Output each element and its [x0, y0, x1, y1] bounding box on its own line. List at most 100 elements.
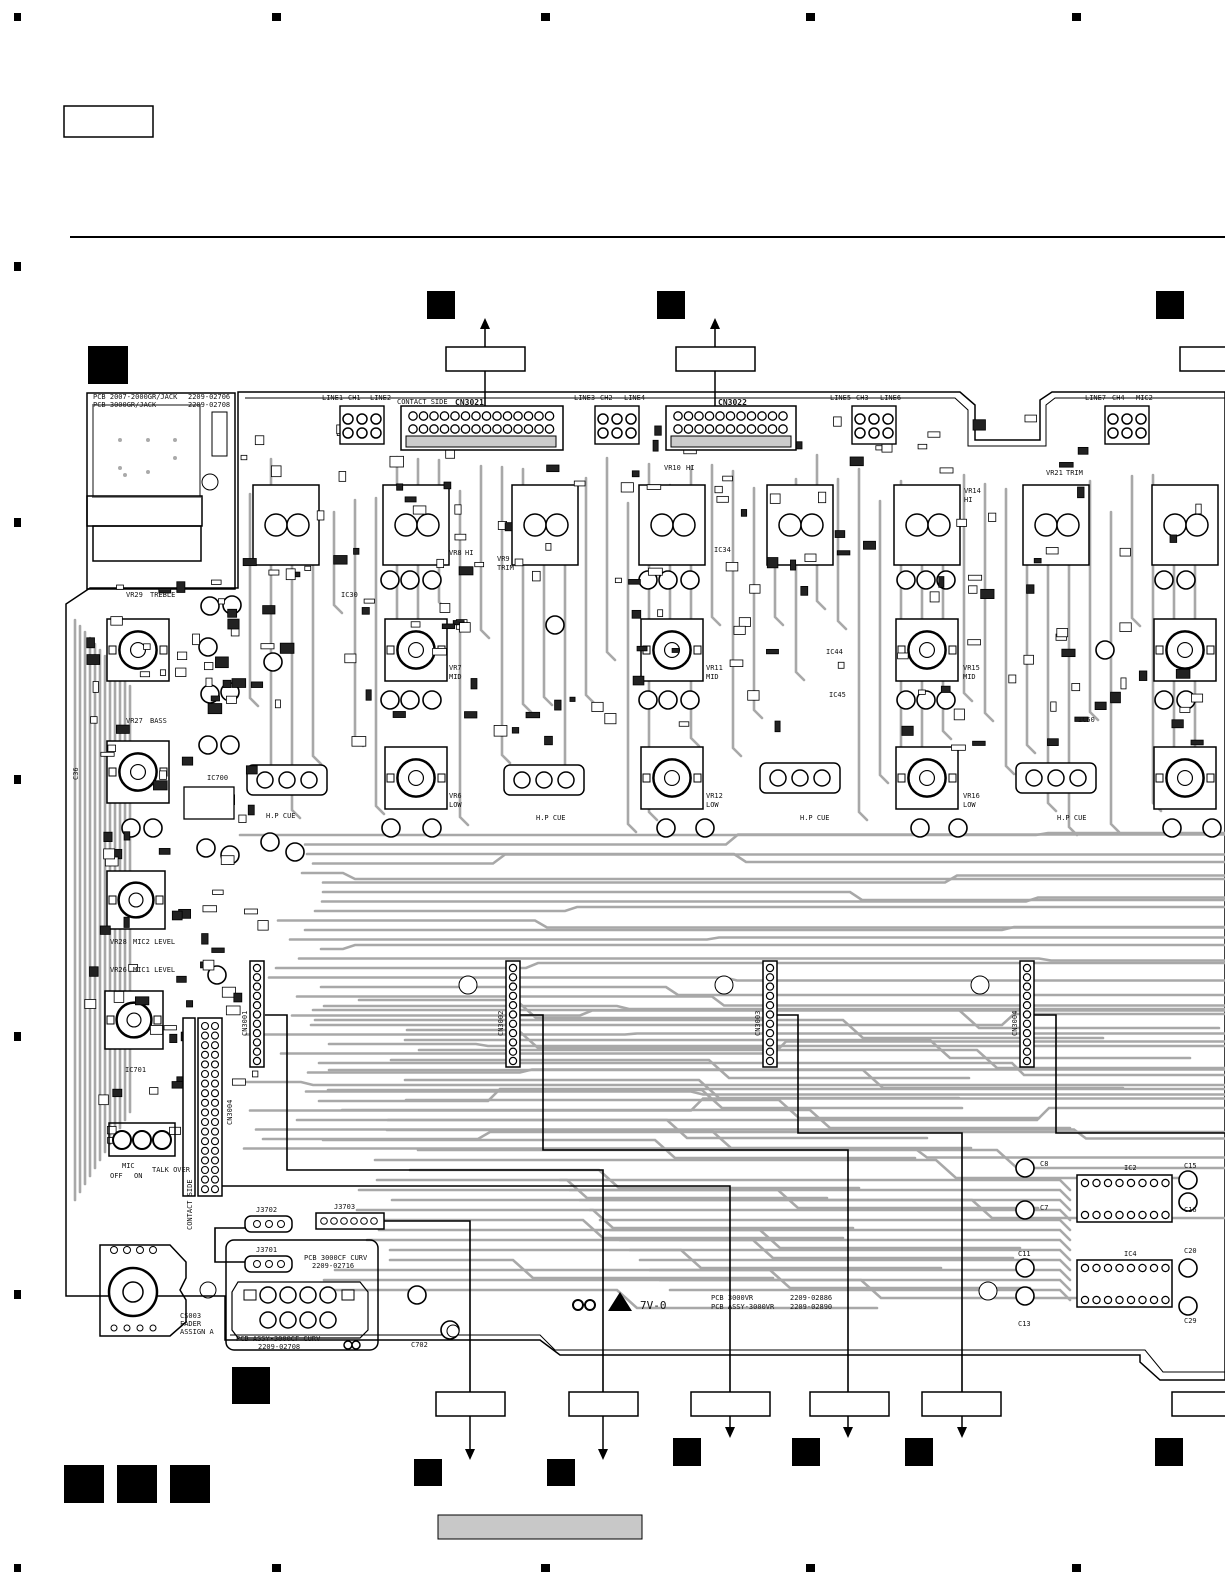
- potentiometer-shaft: [128, 892, 144, 908]
- smd-part: [591, 701, 604, 712]
- smd-part: [1047, 738, 1059, 746]
- pot-pad: [693, 773, 702, 783]
- connector-pin: [471, 424, 481, 434]
- smd-part: [103, 831, 113, 842]
- smd-part: [532, 570, 541, 582]
- switch-pin: [1121, 413, 1133, 425]
- smd-part: [972, 740, 986, 746]
- smd-part: [392, 711, 406, 718]
- connector-pin: [673, 411, 683, 421]
- ic2-label: IC2: [1124, 1164, 1137, 1172]
- capacitor: [422, 570, 442, 590]
- ic-pin: [1126, 1210, 1136, 1220]
- c16-label: C16: [1184, 1206, 1197, 1214]
- connector-pin: [704, 424, 715, 434]
- mid-connector-pin: [1022, 991, 1032, 1001]
- smd-part: [113, 991, 125, 1003]
- smd-part: [939, 467, 954, 474]
- ic-pin: [1092, 1263, 1101, 1273]
- ch1-line-left: LINE1: [322, 394, 343, 402]
- capacitor: [1178, 1192, 1198, 1212]
- trim-circle: [1056, 513, 1080, 537]
- pot-pad: [386, 645, 395, 655]
- smd-part: [504, 522, 513, 532]
- trace: [598, 1218, 1072, 1232]
- vr14-fn: HI: [964, 496, 972, 504]
- smd-part: [927, 431, 941, 438]
- switch-pin: [356, 427, 368, 439]
- c15-label: C15: [1184, 1162, 1197, 1170]
- trim-circle: [523, 513, 547, 537]
- j3702-pin: [253, 1220, 261, 1228]
- mid-connector-pin: [765, 1001, 775, 1010]
- smd-part: [240, 454, 248, 461]
- capacitor: [220, 735, 240, 755]
- j3702-label: J3702: [256, 1206, 277, 1214]
- smd-part: [215, 656, 229, 669]
- capacitor: [1178, 1170, 1198, 1190]
- connector-pin: [481, 411, 492, 421]
- smd-part: [220, 855, 235, 865]
- vr16-name: VR16: [963, 792, 980, 800]
- mid-connector-pin: [508, 1038, 518, 1047]
- smd-part: [863, 540, 876, 550]
- trim-circle: [394, 513, 418, 537]
- trace: [279, 1040, 1225, 1055]
- trace: [321, 874, 1225, 884]
- j3702-pin: [265, 1220, 273, 1228]
- channel-switch-labels: LINE1 CH1 LINE2 LINE3 CH2 LINE4 LINE5 CH…: [322, 394, 1153, 406]
- smd-part: [205, 677, 213, 687]
- trace: [618, 1238, 1072, 1252]
- pcb-id-3-b: 2209-02886: [790, 1294, 832, 1302]
- potentiometer-shaft: [1176, 641, 1194, 659]
- cn3004-pin: [210, 1069, 220, 1079]
- trim-circle: [416, 513, 440, 537]
- smd-part: [158, 848, 171, 855]
- smd-part: [338, 471, 347, 482]
- smd-part: [938, 576, 945, 588]
- connector-pin: [725, 411, 736, 421]
- hp-cue-pin: [769, 769, 787, 787]
- smd-part: [1061, 648, 1076, 658]
- ch4-line-right: MIC2: [1136, 394, 1153, 402]
- smd-part: [210, 695, 220, 702]
- smd-part: [86, 654, 101, 665]
- connector-pin: [513, 424, 523, 434]
- capacitor: [896, 690, 916, 710]
- lot-mark: 7V-0: [640, 1299, 667, 1312]
- smd-part: [951, 744, 966, 751]
- cn3004-pin: [210, 1050, 220, 1059]
- smd-part: [100, 751, 115, 757]
- vr28-fn: MIC2 LEVEL: [133, 938, 175, 946]
- j3703-pin: [360, 1217, 368, 1225]
- smd-part: [439, 603, 451, 613]
- switch-pin: [611, 427, 623, 439]
- smd-part: [573, 480, 586, 487]
- smd-part: [225, 1005, 241, 1016]
- vr16-fn: LOW: [963, 801, 976, 809]
- potentiometer-shaft: [126, 1012, 142, 1028]
- hp-cue-4: H.P CUE: [1057, 814, 1087, 822]
- mid-connector-pin: [765, 1028, 775, 1038]
- curv-hole: [299, 1286, 317, 1304]
- capacitor: [1095, 640, 1115, 660]
- hp-cue-pin: [1069, 769, 1087, 787]
- ch3-line-left: LINE5: [830, 394, 851, 402]
- smd-part: [103, 848, 115, 860]
- smd-part: [837, 661, 845, 669]
- mid-connector-pin: [252, 1028, 262, 1038]
- trace: [242, 1147, 1225, 1159]
- connector-pin: [492, 424, 502, 434]
- hp-cue-1: H.P CUE: [266, 812, 296, 820]
- vr27-fn: BASS: [150, 717, 167, 725]
- potentiometer-shaft: [407, 769, 425, 787]
- vr11-fn: MID: [706, 673, 719, 681]
- mic-off-label: OFF: [110, 1172, 123, 1180]
- registration-marks: [14, 13, 1081, 1572]
- trace: [288, 936, 1225, 941]
- pcb-id-3-a: PCB 3000VR: [711, 1294, 754, 1302]
- jack-module: [86, 392, 236, 590]
- trace: [327, 1042, 1225, 1048]
- potentiometer-shaft: [918, 769, 936, 787]
- trace: [244, 1080, 1225, 1087]
